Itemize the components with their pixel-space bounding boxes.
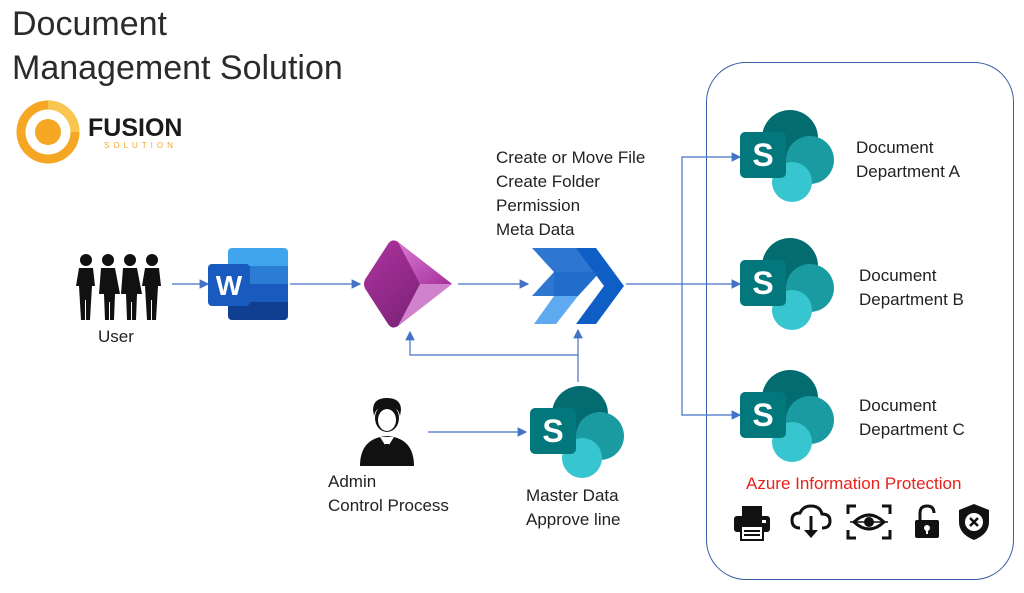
sharepoint-dept-a-icon: S xyxy=(736,108,836,204)
page-title: Document Management Solution xyxy=(12,2,343,90)
fusion-logo-mark: FUSION SOLUTION xyxy=(16,100,182,164)
dept-b-label: Document Department B xyxy=(859,266,964,309)
user-group-icon xyxy=(74,252,170,322)
svg-text:S: S xyxy=(752,397,773,433)
unlock-icon xyxy=(912,504,942,540)
svg-text:FUSION: FUSION xyxy=(88,114,182,142)
sharepoint-departments-panel xyxy=(706,62,1014,580)
arrow-flow-to-dept-a xyxy=(681,152,742,284)
flow-action-item: Meta Data xyxy=(496,220,575,239)
fusion-logo: FUSION SOLUTION xyxy=(16,98,216,166)
admin-label: Admin Control Process xyxy=(328,472,449,515)
svg-text:SOLUTION: SOLUTION xyxy=(104,141,177,150)
arrow-flow-to-dept-c xyxy=(681,284,742,420)
power-automate-icon xyxy=(530,246,626,326)
flow-actions-list: Create or Move File Create Folder Permis… xyxy=(496,146,645,242)
svg-text:S: S xyxy=(752,137,773,173)
title-line-1: Document xyxy=(12,5,167,43)
flow-action-item: Permission xyxy=(496,196,581,215)
cloud-download-icon xyxy=(790,504,832,540)
sharepoint-master-icon: S xyxy=(526,384,626,480)
printer-icon xyxy=(732,504,772,542)
sharepoint-dept-c-icon: S xyxy=(736,368,836,464)
dept-a-label: Document Department A xyxy=(856,138,960,181)
sharepoint-dept-b-icon: S xyxy=(736,236,836,332)
flow-action-item: Create Folder xyxy=(496,172,600,191)
word-icon: W xyxy=(208,246,290,322)
shield-x-icon xyxy=(956,502,992,542)
user-label: User xyxy=(98,327,134,346)
dept-c-label: Document Department C xyxy=(859,396,965,439)
aip-title: Azure Information Protection xyxy=(746,474,962,493)
eye-scan-icon xyxy=(846,504,892,540)
power-apps-icon xyxy=(362,238,456,330)
arrow-master-to-powerapps xyxy=(405,330,578,356)
master-data-label: Master Data Approve line xyxy=(526,486,621,529)
svg-text:S: S xyxy=(752,265,773,301)
flow-action-item: Create or Move File xyxy=(496,148,646,167)
title-line-2: Management Solution xyxy=(12,49,343,87)
svg-text:W: W xyxy=(216,270,243,301)
svg-text:S: S xyxy=(542,413,563,449)
admin-icon xyxy=(358,396,416,466)
